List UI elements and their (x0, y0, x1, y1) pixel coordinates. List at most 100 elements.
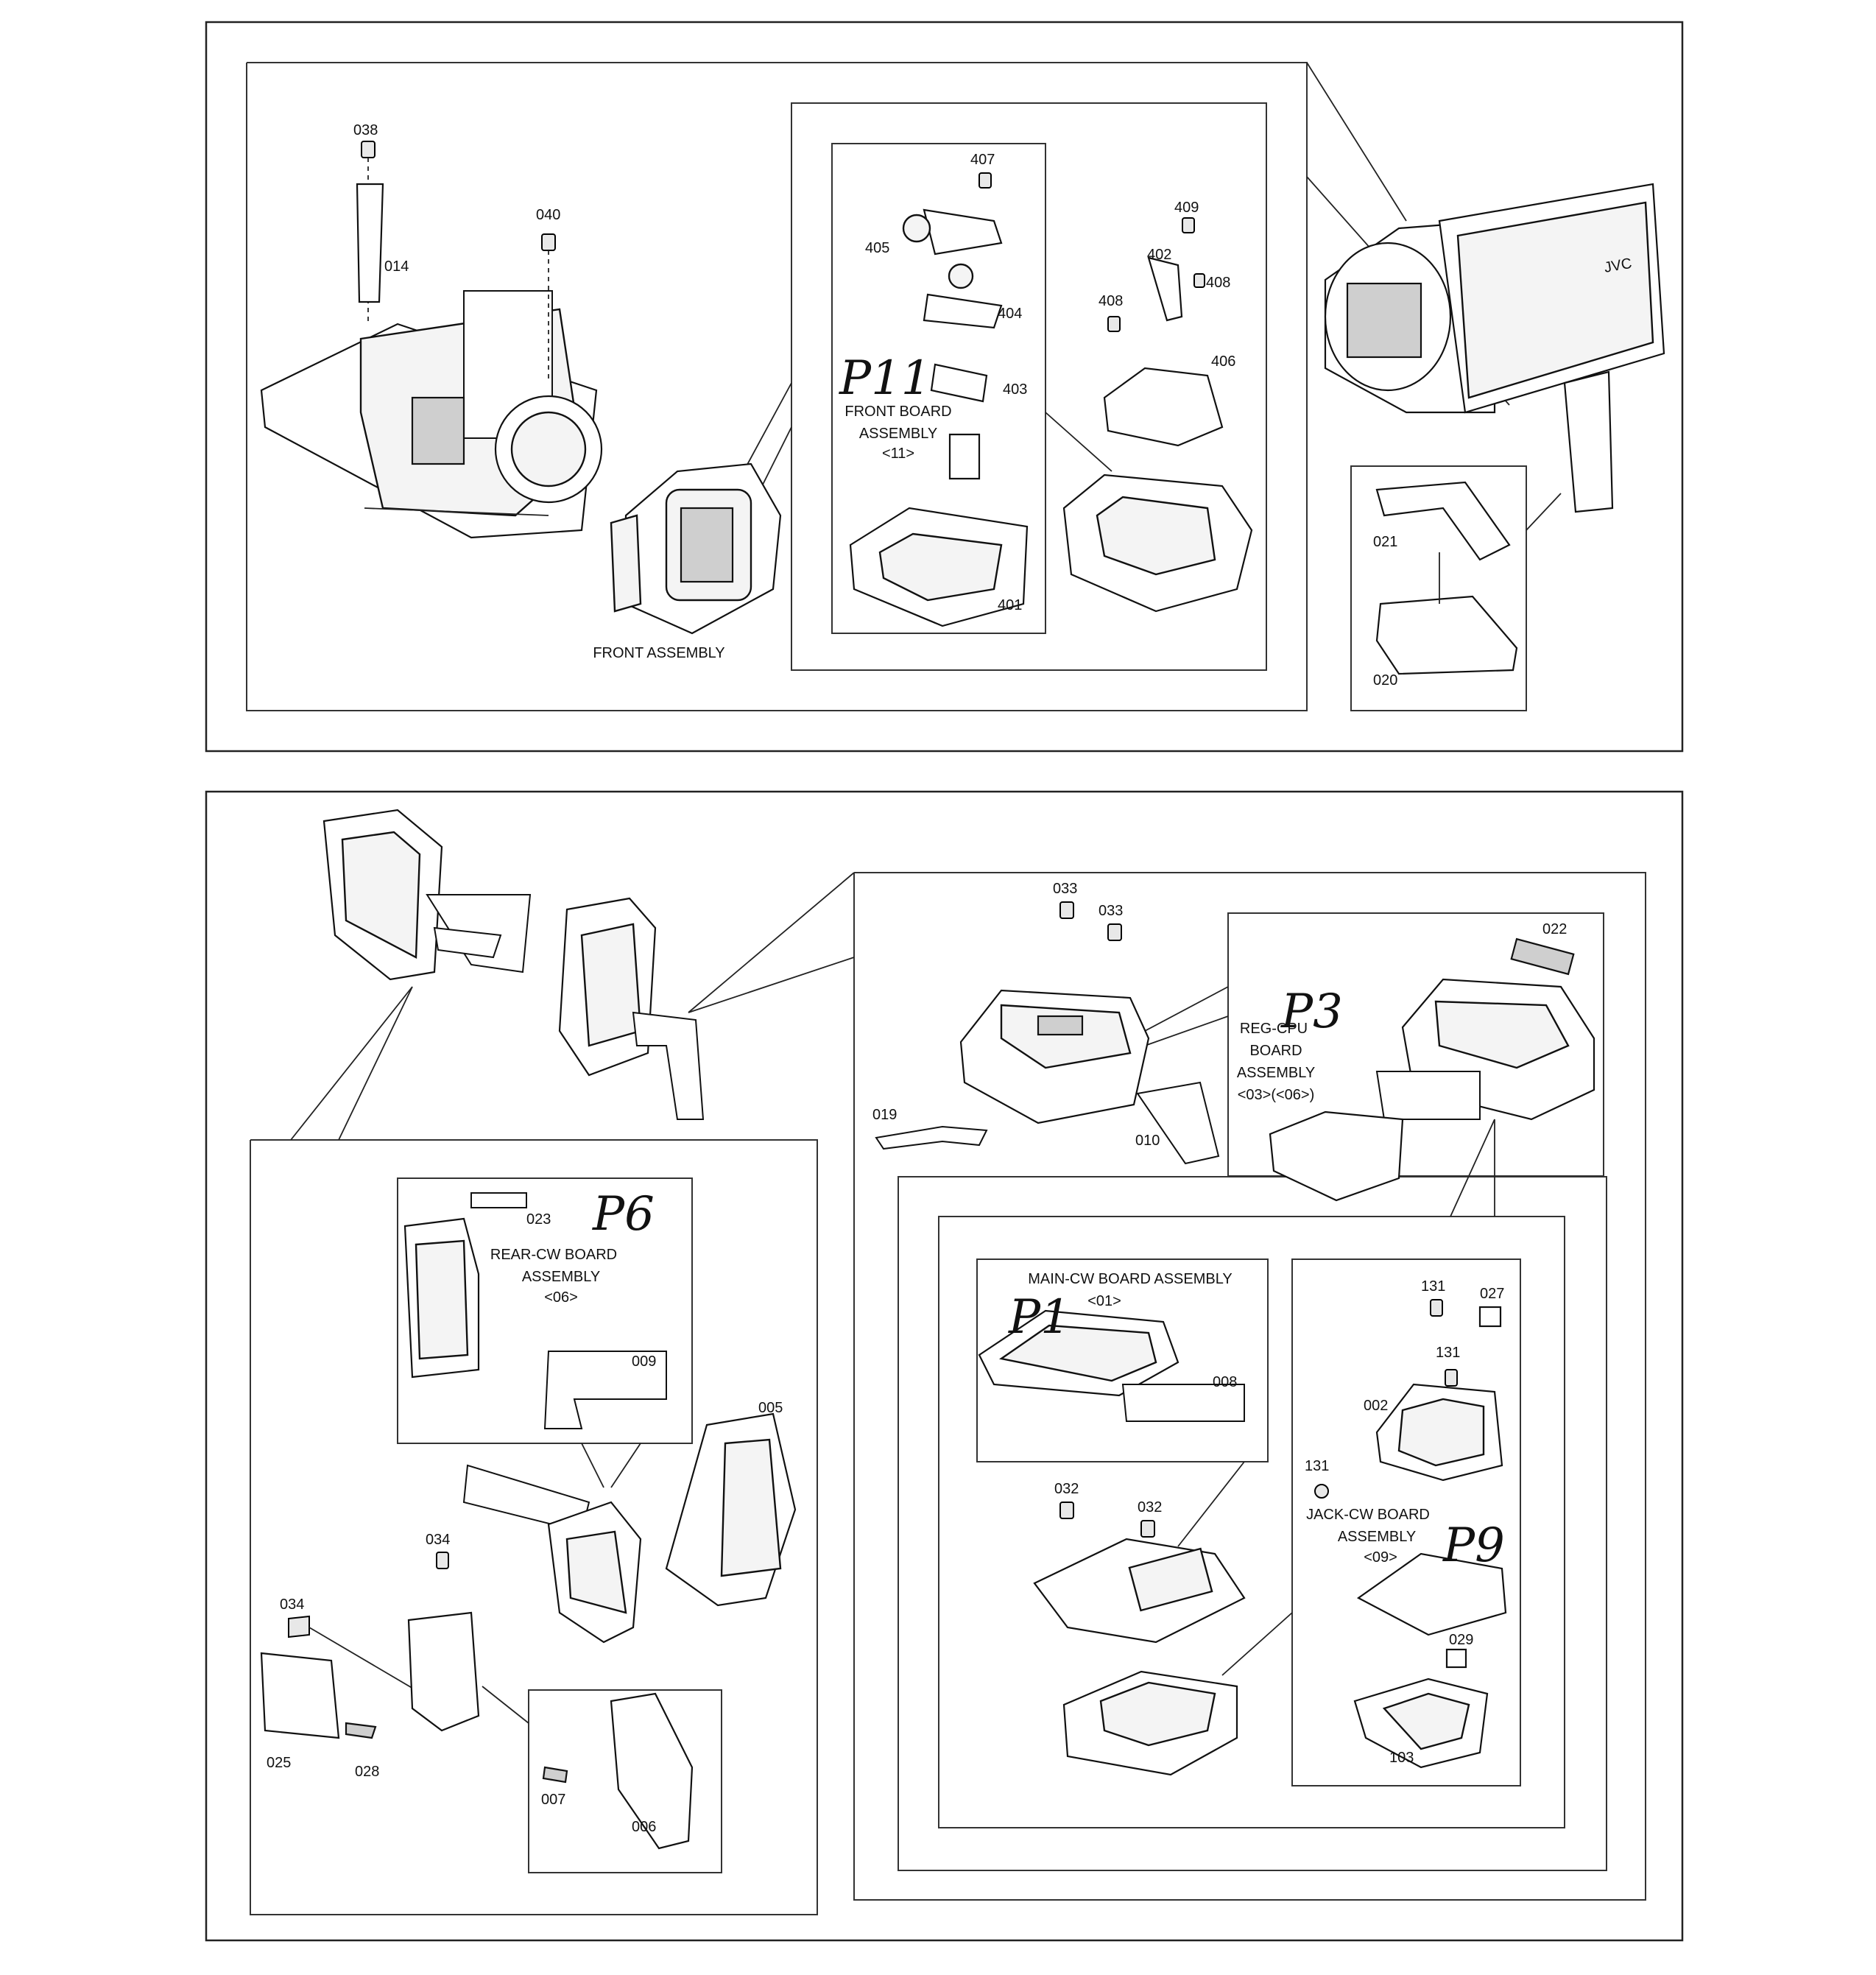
part-label-401: 401 (998, 597, 1022, 613)
part-label-005: 005 (758, 1400, 783, 1416)
part-007 (542, 1766, 568, 1784)
flex-405 (923, 208, 1003, 256)
leader-line (1144, 1015, 1229, 1046)
ring-404 (948, 263, 974, 289)
part-label-014: 014 (384, 258, 409, 275)
grip-020 (1375, 595, 1518, 675)
leader-line (610, 1443, 641, 1488)
part-label-023: 023 (526, 1211, 551, 1228)
reg-cpu-assembly-label: <03>(<06>) (1238, 1087, 1315, 1103)
part-label-131: 131 (1436, 1345, 1460, 1361)
front-board-outer-frame (791, 102, 1267, 671)
part-label-022: 022 (1542, 921, 1567, 937)
part-028 (345, 1722, 377, 1739)
bracket-403 (930, 363, 988, 403)
leader-line (1450, 1119, 1495, 1217)
front-section-frame (246, 62, 1308, 711)
reg-cpu-board-part (1269, 1110, 1404, 1202)
part-label-131: 131 (1305, 1458, 1329, 1474)
part-label-402: 402 (1147, 247, 1171, 263)
plate-404 (923, 293, 1003, 329)
leader-line (482, 1686, 529, 1724)
screw-131-icon (1430, 1299, 1443, 1317)
leader-line (338, 986, 413, 1141)
part-029 (1445, 1648, 1467, 1669)
front-board-inner-frame (831, 143, 1046, 634)
front-board-assembly-label: <11> (882, 446, 914, 462)
camcorder-chassis-open (260, 290, 603, 539)
part-label-032: 032 (1054, 1481, 1079, 1497)
main-section-frame (853, 872, 1646, 1901)
plate-025 (260, 1652, 340, 1739)
chassis-frame-middle (558, 897, 705, 1120)
part-label-033: 033 (1099, 903, 1123, 919)
part-label-019: 019 (872, 1107, 897, 1123)
part-label-406: 406 (1211, 353, 1235, 370)
part-label-020: 020 (1373, 672, 1397, 689)
leader-line (1306, 62, 1407, 222)
front-assembly-label: FRONT ASSEMBLY (593, 645, 724, 661)
rear-cw-assembly-label: <06> (544, 1289, 578, 1306)
top-panel-frame (205, 21, 1684, 753)
jack-cw-assembly-label: <09> (1364, 1549, 1397, 1566)
reg-cpu-assembly-label: BOARD (1249, 1043, 1302, 1059)
flex-cable-019 (875, 1125, 988, 1150)
part-label-021: 021 (1373, 534, 1397, 550)
part-label-007: 007 (541, 1792, 565, 1808)
part-label-029: 029 (1449, 1632, 1473, 1648)
leader-line (688, 872, 855, 1013)
part-label-407: 407 (970, 152, 995, 168)
leader-line (688, 957, 855, 1013)
part-label-025: 025 (267, 1755, 291, 1771)
part-label-034: 034 (280, 1596, 304, 1613)
front-board-assembly-label: FRONT BOARD (844, 404, 951, 420)
part-label-027: 027 (1480, 1286, 1504, 1302)
jack-cw-assembly-label: JACK-CW BOARD (1306, 1507, 1430, 1523)
part-label-408: 408 (1206, 275, 1230, 291)
rear-board-part (547, 1501, 642, 1644)
connector-023 (470, 1192, 527, 1208)
part-label-006: 006 (632, 1819, 656, 1835)
front-assembly-part (610, 462, 782, 635)
inner-section-frame-a (898, 1176, 1607, 1871)
bracket-rear-part (407, 1611, 480, 1732)
leader-line (1526, 493, 1562, 531)
jack-cw-board-frame (1291, 1258, 1521, 1786)
frame-005-part (665, 1412, 797, 1607)
handwritten-p6: P6 (592, 1187, 655, 1242)
leader-line (1144, 986, 1229, 1032)
main-cw-assembly-label: MAIN-CW BOARD ASSEMBLY (1028, 1271, 1232, 1287)
main-frame-assembly (959, 989, 1150, 1124)
part-label-038: 038 (353, 122, 378, 138)
screw-033-icon (1059, 901, 1074, 919)
rear-cw-assembly-label: REAR-CW BOARD (490, 1247, 617, 1263)
grip-detail-frame (1350, 465, 1527, 711)
part-label-028: 028 (355, 1764, 379, 1780)
leader-line (1045, 412, 1112, 472)
rear-cw-board-part (403, 1217, 480, 1379)
flex-cable-008 (1121, 1384, 1245, 1422)
screw-131-icon (1314, 1484, 1329, 1499)
handwritten-p3: P3 (1280, 985, 1343, 1039)
part-label-034: 034 (426, 1532, 450, 1548)
screw-407-icon (978, 172, 992, 189)
leader-line (1221, 1612, 1293, 1676)
jack-cw-assembly-label: ASSEMBLY (1338, 1529, 1416, 1545)
part-label-010: 010 (1135, 1133, 1160, 1149)
leader-line (758, 426, 792, 494)
leader-line (581, 1443, 604, 1488)
part-label-008: 008 (1213, 1374, 1237, 1390)
screw-409-icon (1182, 217, 1195, 233)
flex-cable-010 (1136, 1081, 1220, 1165)
leader-line (1177, 1461, 1245, 1547)
screw-040-icon (541, 233, 556, 383)
screw-408-icon (1193, 273, 1205, 288)
reg-cpu-flex (1375, 1071, 1481, 1120)
rear-cw-board-frame (397, 1177, 693, 1444)
part-label-032: 032 (1138, 1499, 1162, 1515)
leader-line (290, 986, 413, 1141)
ring-405 (902, 214, 931, 243)
bracket-402 (1147, 256, 1183, 322)
part-027 (1478, 1306, 1502, 1328)
handwritten-p1: P1 (1008, 1290, 1071, 1345)
